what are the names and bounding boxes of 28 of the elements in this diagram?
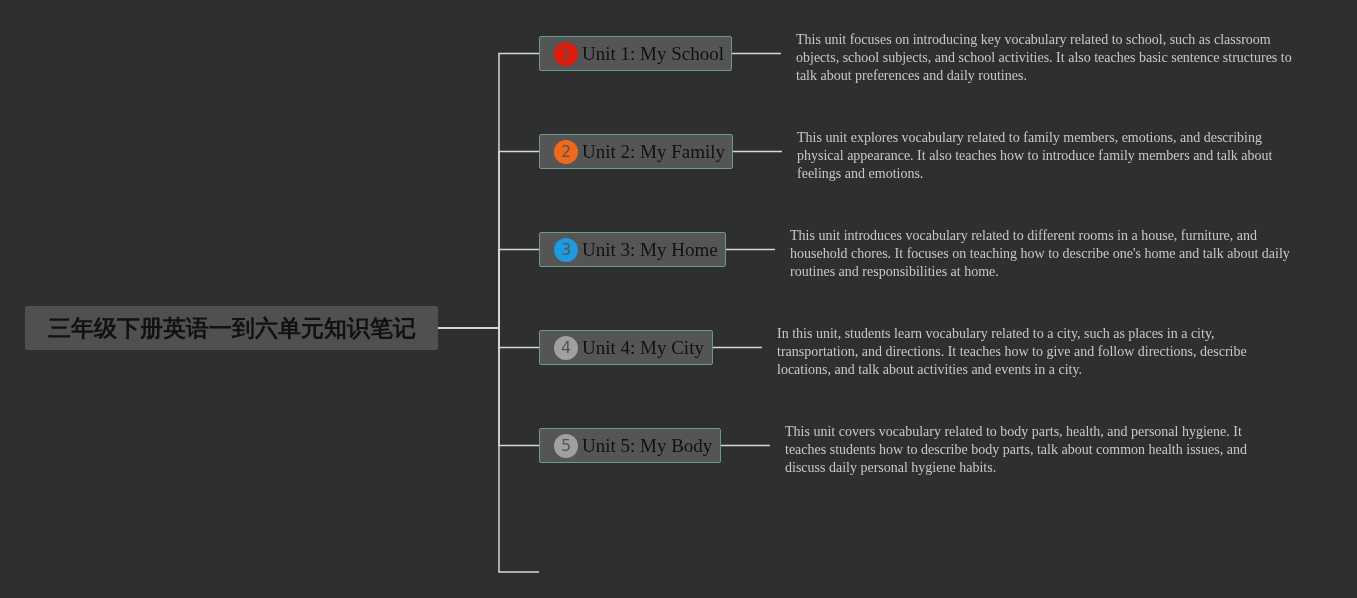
description-text: This unit focuses on introducing key vocabulary related to school, such as classroom objects, school subjects, and school activities. It also teaches basic sentence structures to talk about preferences and daily routines. [796,31,1301,85]
connector [731,52,782,55]
number-badge: 1 [554,41,578,66]
unit-title: Unit 4: My City [582,336,704,359]
description-text: This unit introduces vocabulary related to different rooms in a house, furniture, and household chores. It focuses on teaching how to describe one's home and talk about daily routines and responsibilities at home. [790,227,1300,281]
unit-title: Unit 3: My Home [582,238,718,261]
root-box [25,306,438,350]
unit-title: Unit 5: My Body [582,434,713,457]
number-badge: 2 [554,139,578,164]
unit-box [539,134,733,169]
connector [725,248,776,251]
connector [720,444,771,447]
unit-title: Unit 1: My School [582,42,724,65]
connector [712,346,763,349]
description-text: This unit explores vocabulary related to family members, emotions, and describing physical appearance. It also teaches how to introduce family members and talk about feelings and emotions. [797,129,1282,183]
number-badge: 5 [554,433,578,458]
description-text: In this unit, students learn vocabulary related to a city, such as places in a city, transportation, and directions. It teaches how to give and follow directions, describe locations, and talk about activities and events in a city. [777,325,1257,379]
unit-box [539,330,713,365]
connector [732,150,783,153]
root-title: 三年级下册英语一到六单元知识笔记 [47,313,416,343]
description-text: This unit covers vocabulary related to body parts, health, and personal hygiene. It teaches students how to describe body parts, talk about common health issues, and discuss daily personal hygiene habits. [785,423,1255,477]
number-badge: 4 [554,335,578,360]
unit-title: Unit 2: My Family [582,140,726,163]
unit-box [539,428,721,463]
unit-box [539,36,732,71]
unit-box [539,232,726,267]
number-badge: 3 [554,237,578,262]
connector [437,327,540,573]
